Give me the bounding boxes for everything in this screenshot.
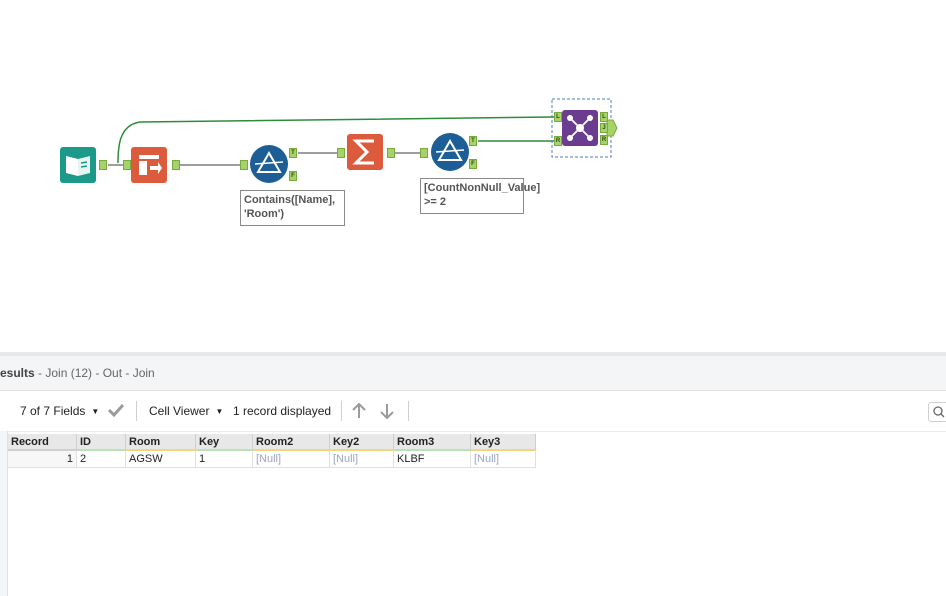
summarize-sigma-icon[interactable]	[347, 134, 383, 170]
select-input-anchor[interactable]	[123, 160, 131, 170]
filter-triangle-icon[interactable]	[431, 133, 469, 171]
table-cell[interactable]: [Null]	[470, 450, 536, 468]
arrow-up-icon[interactable]	[350, 402, 368, 423]
select-output-anchor[interactable]	[172, 160, 180, 170]
select-table-icon[interactable]	[131, 147, 167, 183]
column-header[interactable]: Room	[125, 434, 196, 451]
column-header[interactable]: Key	[195, 434, 253, 451]
results-title-bold: esults	[0, 366, 35, 380]
table-cell[interactable]: KLBF	[393, 450, 471, 468]
filter1-annotation: Contains([Name], 'Room')	[240, 190, 345, 226]
filter1-false-anchor[interactable]: F	[289, 171, 297, 181]
column-header[interactable]: Room2	[252, 434, 330, 451]
filter2-annotation: [CountNonNull_Value] >= 2	[420, 178, 540, 214]
toolbar-divider	[408, 401, 409, 421]
filter2-true-anchor[interactable]: T	[469, 136, 477, 146]
checkmark-icon[interactable]	[107, 401, 125, 422]
results-title: esults - Join (12) - Out - Join	[0, 366, 155, 380]
results-grid[interactable]: Record ID Room Key Room2 Key2 Room3 Key3…	[8, 434, 536, 468]
filter1-true-anchor[interactable]: T	[289, 148, 297, 158]
results-header: esults - Join (12) - Out - Join	[0, 356, 946, 391]
summarize-input-anchor[interactable]	[337, 148, 345, 158]
column-header[interactable]: Key3	[470, 434, 536, 451]
filter2-false-anchor[interactable]: F	[469, 159, 477, 169]
filter2-input-anchor[interactable]	[420, 148, 428, 158]
input-output-anchor[interactable]	[99, 160, 107, 170]
pane-splitter[interactable]	[0, 352, 946, 356]
input-book-icon[interactable]	[60, 147, 96, 183]
toolbar-divider	[341, 401, 342, 421]
table-cell[interactable]: AGSW	[125, 450, 196, 468]
connector-input-to-join-left	[117, 116, 555, 164]
results-title-path: - Join (12) - Out - Join	[34, 366, 155, 380]
chevron-down-icon: ▼	[91, 407, 100, 417]
table-cell[interactable]: 2	[76, 450, 126, 468]
table-row[interactable]: 1 2 AGSW 1 [Null] [Null] KLBF [Null]	[8, 450, 536, 468]
column-header[interactable]: Key2	[329, 434, 394, 451]
search-icon[interactable]	[928, 402, 946, 422]
column-header[interactable]: Room3	[393, 434, 471, 451]
cell-viewer-dropdown[interactable]: Cell Viewer ▼	[149, 404, 223, 418]
join-right-output-anchor[interactable]: R	[600, 135, 608, 145]
table-cell[interactable]: 1	[8, 450, 77, 468]
connections-layer	[60, 98, 618, 183]
fields-dropdown[interactable]: 7 of 7 Fields ▼	[20, 404, 99, 418]
table-cell[interactable]: [Null]	[252, 450, 330, 468]
records-count: 1 record displayed	[233, 404, 332, 418]
table-cell[interactable]: 1	[195, 450, 253, 468]
fields-label: 7 of 7 Fields	[20, 404, 86, 418]
chevron-down-icon: ▼	[215, 407, 224, 417]
join-left-input-anchor[interactable]: L	[554, 112, 562, 122]
results-left-strip	[0, 431, 8, 596]
grid-header-row: Record ID Room Key Room2 Key2 Room3 Key3	[8, 434, 536, 451]
toolbar-divider	[136, 401, 137, 421]
summarize-output-anchor[interactable]	[387, 148, 395, 158]
column-header[interactable]: Record	[8, 434, 77, 451]
table-cell[interactable]: [Null]	[329, 450, 394, 468]
arrow-down-icon[interactable]	[378, 402, 396, 423]
results-toolbar: 7 of 7 Fields ▼ Cell Viewer ▼ 1 record dis…	[0, 391, 946, 432]
join-network-icon[interactable]	[562, 110, 598, 146]
join-right-input-anchor[interactable]: R	[554, 136, 562, 146]
cell-viewer-label: Cell Viewer	[149, 404, 210, 418]
filter1-input-anchor[interactable]	[240, 160, 248, 170]
join-left-output-anchor[interactable]: L	[600, 112, 608, 122]
workflow-canvas[interactable]: T F T F L R L J R Contains([Name], 'Room…	[0, 0, 946, 352]
column-header[interactable]: ID	[76, 434, 126, 451]
filter-triangle-icon[interactable]	[250, 145, 288, 183]
join-join-output-anchor[interactable]: J	[600, 123, 608, 133]
join-output-arrow	[606, 119, 618, 137]
